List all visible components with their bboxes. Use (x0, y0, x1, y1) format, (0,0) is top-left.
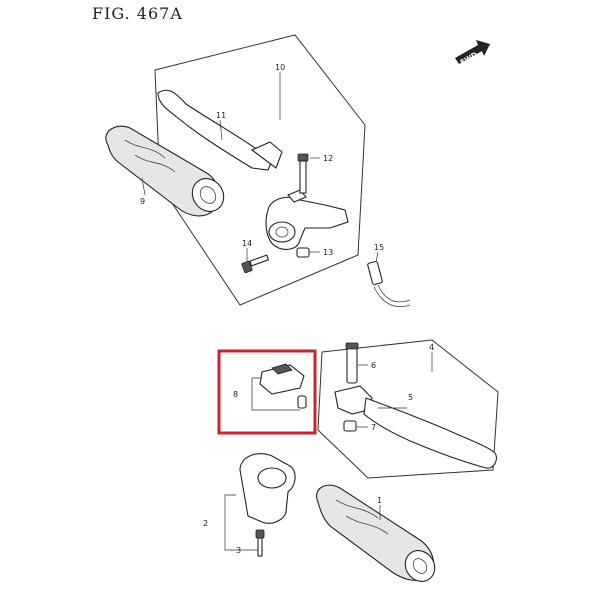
callout-5: 5 (408, 393, 413, 402)
screw-14 (241, 254, 270, 274)
callout-15: 15 (374, 243, 384, 252)
throttle-housing-2 (239, 453, 296, 524)
bolt-12 (297, 153, 309, 194)
callout-11: 11 (216, 111, 226, 120)
callout-10: 10 (275, 63, 285, 72)
nut-13 (296, 247, 310, 258)
callout-14: 14 (242, 239, 252, 248)
callout-2: 2 (203, 519, 208, 528)
callout-6: 6 (371, 361, 376, 370)
brake-switch-8 (259, 363, 307, 409)
brake-lever-lower (334, 385, 497, 469)
callout-13: 13 (323, 248, 333, 257)
nut-7 (343, 420, 357, 432)
callout-8: 8 (233, 390, 238, 399)
fwd-arrow-icon: FWD (455, 40, 490, 67)
cable-15 (367, 260, 411, 307)
lever-bracket-upper (265, 189, 349, 250)
figure-title: FIG. 467A (92, 4, 183, 23)
fwd-label: FWD (459, 51, 479, 67)
callout-9: 9 (140, 197, 145, 206)
screw-3 (255, 529, 265, 557)
callout-1: 1 (377, 496, 382, 505)
brake-switch-highlight-box (217, 349, 317, 435)
leader-lines (141, 72, 433, 551)
callout-7: 7 (371, 423, 376, 432)
handle-grip-lower (316, 484, 436, 582)
callout-12: 12 (323, 154, 333, 163)
handle-grip-upper (105, 125, 225, 217)
brake-lever-upper (157, 89, 283, 171)
callout-4: 4 (429, 343, 434, 352)
lower-assembly-outline (317, 339, 499, 479)
callout-3: 3 (236, 546, 241, 555)
pin-6 (345, 342, 359, 384)
